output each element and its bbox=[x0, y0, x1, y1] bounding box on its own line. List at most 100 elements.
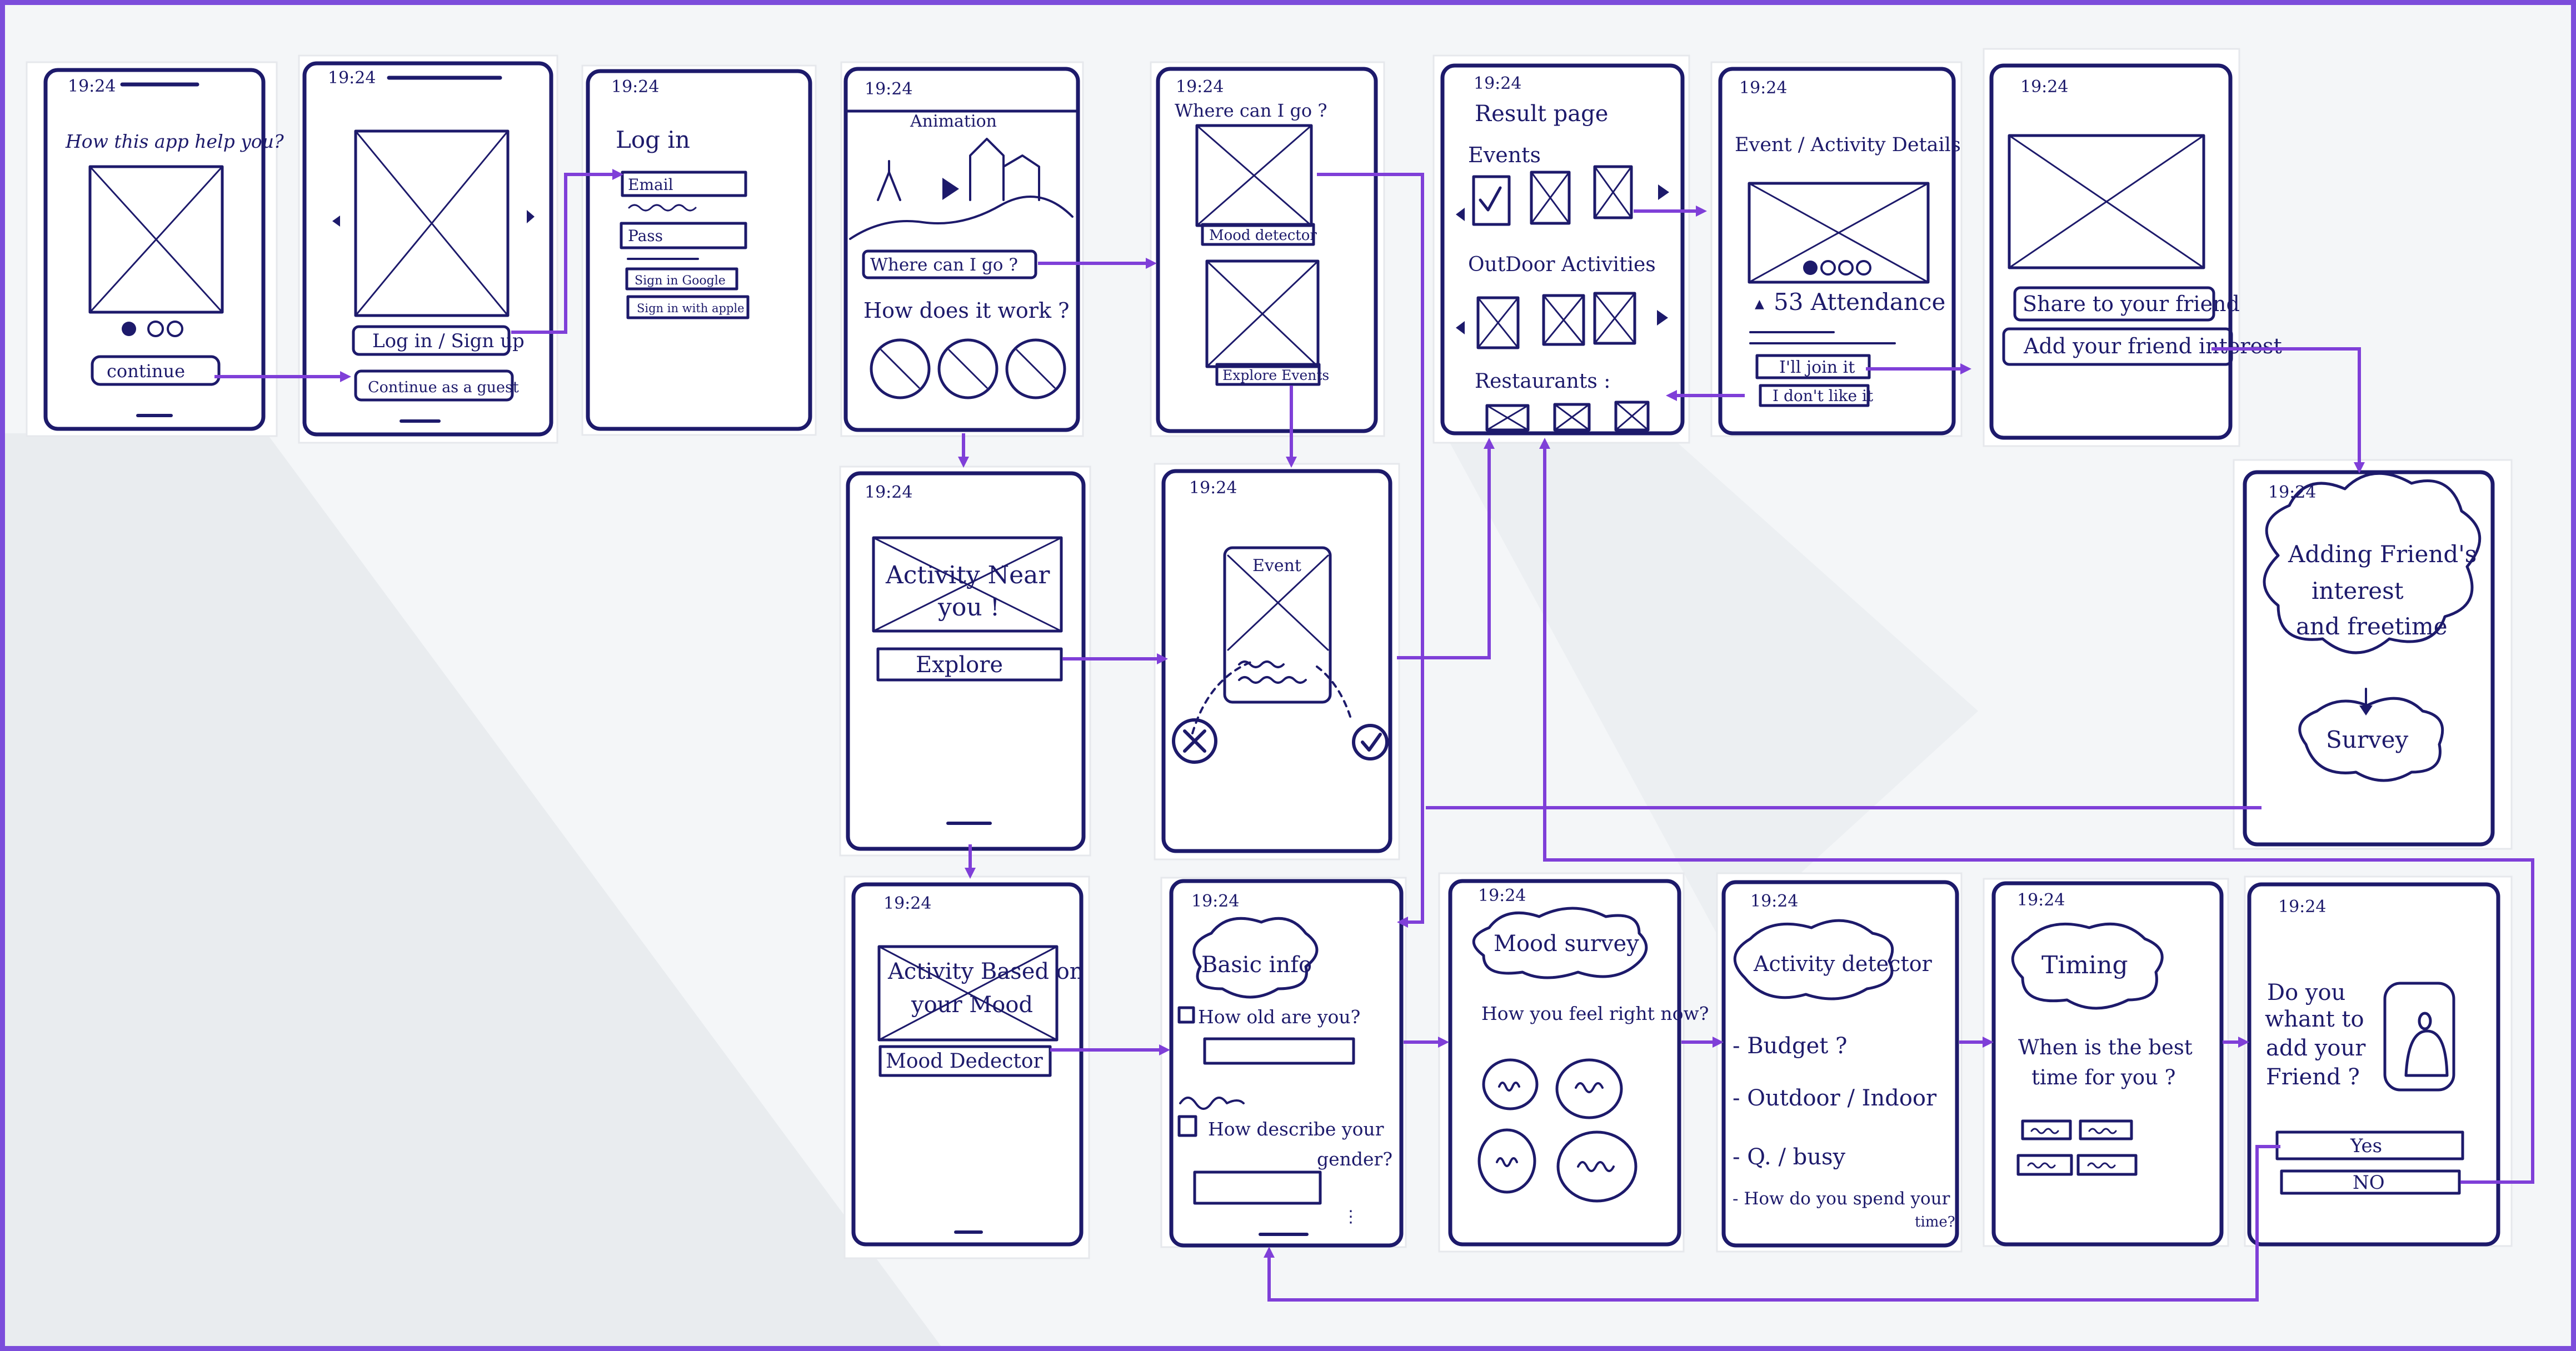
screen-where-can-i-go: 19:24 Where can I go ? Mood detector Exp… bbox=[1156, 67, 1378, 433]
activity-near-line2: you ! bbox=[937, 593, 1000, 622]
screen-home: 19:24 Animation Where can I go ? How doe… bbox=[843, 67, 1080, 432]
apple-signin-label: Sign in with apple bbox=[637, 302, 745, 315]
spend-time-item-line2: time? bbox=[1915, 1214, 1955, 1230]
restaurants-heading: Restaurants : bbox=[1475, 370, 1610, 393]
onboarding-question: How this app help you? bbox=[65, 131, 284, 152]
attendance-label: 53 Attendance bbox=[1774, 288, 1945, 316]
yes-label: Yes bbox=[2350, 1135, 2382, 1157]
event-thumbnail[interactable] bbox=[1593, 165, 1633, 219]
flow-arrow bbox=[1543, 444, 2534, 1184]
page-dot-active bbox=[1803, 261, 1818, 275]
screen-activity-near: 19:24 Activity Near you ! Explore bbox=[846, 471, 1086, 851]
outdoor-thumbnail[interactable] bbox=[1542, 294, 1585, 346]
time-slot[interactable] bbox=[2079, 1119, 2133, 1140]
screen-result-page: 19:24 Result page Events OutDoor Activit… bbox=[1440, 63, 1685, 436]
mood-option[interactable] bbox=[1555, 1058, 1623, 1119]
screen-onboarding: 19:24 How this app help you? continue bbox=[43, 68, 284, 431]
cloud-bubble bbox=[2263, 472, 2482, 654]
password-field[interactable]: Pass bbox=[620, 222, 747, 249]
events-next-icon[interactable] bbox=[1658, 184, 1669, 200]
activity-mood-line2: your Mood bbox=[911, 992, 1033, 1018]
restaurant-thumbnail[interactable] bbox=[1553, 403, 1591, 432]
carousel-right-icon[interactable] bbox=[527, 210, 535, 223]
continue-button[interactable]: continue bbox=[91, 355, 221, 386]
join-button[interactable]: I'll join it bbox=[1755, 354, 1871, 379]
dislike-label: I don't like it bbox=[1773, 387, 1874, 405]
outdoor-heading: OutDoor Activities bbox=[1468, 253, 1656, 276]
survey-label: Survey bbox=[2326, 726, 2408, 753]
explore-button[interactable]: Explore bbox=[876, 647, 1063, 682]
restaurant-thumbnail[interactable] bbox=[1485, 404, 1530, 432]
time-slot[interactable] bbox=[2016, 1154, 2073, 1176]
login-signup-button[interactable]: Log in / Sign up bbox=[352, 325, 525, 356]
outdoor-next-icon[interactable] bbox=[1657, 310, 1668, 326]
gender-input[interactable] bbox=[1193, 1170, 1322, 1205]
screen-login: 19:24 Log in Email Pass Sign in Google S… bbox=[586, 69, 812, 431]
email-field[interactable]: Email bbox=[621, 171, 747, 197]
share-image bbox=[2008, 134, 2205, 269]
apple-signin-button[interactable]: Sign in with apple bbox=[626, 295, 750, 319]
yes-button[interactable]: Yes bbox=[2275, 1130, 2464, 1160]
survey-button[interactable]: Survey bbox=[2298, 697, 2444, 782]
guest-button[interactable]: Continue as a guest bbox=[354, 369, 519, 402]
flow-arrow bbox=[2211, 347, 2361, 467]
carousel-left-icon[interactable] bbox=[332, 216, 340, 227]
outdoor-thumbnail[interactable] bbox=[1476, 296, 1520, 349]
dislike-button[interactable]: I don't like it bbox=[1759, 384, 1874, 407]
google-signin-button[interactable]: Sign in Google bbox=[625, 267, 738, 291]
where-can-i-go-button[interactable]: Where can I go ? bbox=[862, 249, 1037, 279]
mood-survey-title: Mood survey bbox=[1494, 931, 1639, 957]
login-title: Log in bbox=[616, 126, 690, 153]
adding-friend-line1: Adding Friend's bbox=[2288, 541, 2477, 568]
flow-arrow bbox=[1397, 444, 1491, 659]
events-prev-icon[interactable] bbox=[1456, 208, 1465, 221]
animation-label: Animation bbox=[910, 112, 997, 131]
cloud-bubble bbox=[1192, 917, 1319, 999]
mood-option[interactable] bbox=[1556, 1130, 1638, 1203]
outdoor-thumbnail[interactable] bbox=[1593, 292, 1636, 345]
age-checkbox[interactable] bbox=[1177, 1006, 1195, 1024]
status-time: 19:24 bbox=[1176, 77, 1224, 97]
explore-events-card[interactable]: Explore Events bbox=[1205, 259, 1329, 386]
background-shape bbox=[1445, 433, 1978, 944]
reject-button[interactable] bbox=[1172, 718, 1217, 764]
outdoor-prev-icon[interactable] bbox=[1456, 321, 1465, 334]
activity-mood-line1: Activity Based on bbox=[887, 959, 1084, 984]
how-it-works-steps bbox=[870, 338, 1066, 399]
share-button[interactable]: Share to your friend bbox=[2013, 286, 2240, 322]
event-thumbnail[interactable] bbox=[1472, 175, 1511, 226]
email-label: Email bbox=[628, 176, 673, 194]
screen-activity-mood: 19:24 Activity Based on your Mood Mood D… bbox=[851, 882, 1084, 1247]
page-dot bbox=[167, 321, 183, 337]
time-slot[interactable] bbox=[2076, 1154, 2138, 1176]
event-card-label: Event bbox=[1252, 556, 1301, 576]
mood-detector-button[interactable]: Mood Dedector bbox=[878, 1045, 1052, 1077]
join-label: I'll join it bbox=[1779, 358, 1855, 377]
gender-checkbox[interactable] bbox=[1177, 1115, 1197, 1137]
events-row bbox=[1456, 165, 1669, 226]
add-friend-interest-button[interactable]: Add your friend interest bbox=[2002, 327, 2282, 366]
placeholder-image bbox=[354, 129, 510, 317]
page-dot bbox=[1820, 260, 1836, 276]
age-input[interactable] bbox=[1203, 1037, 1355, 1065]
accept-button[interactable] bbox=[1352, 724, 1389, 760]
status-time: 19:24 bbox=[2278, 897, 2326, 917]
continue-label: continue bbox=[107, 361, 185, 382]
status-time: 19:24 bbox=[611, 77, 659, 97]
add-friend-question-line2: whant to bbox=[2265, 1007, 2364, 1032]
spend-time-item-line1: - How do you spend your bbox=[1733, 1189, 1950, 1209]
cloud-bubble bbox=[1472, 907, 1648, 979]
no-button[interactable]: NO bbox=[2280, 1169, 2461, 1195]
result-title: Result page bbox=[1475, 101, 1608, 127]
mood-detector-card[interactable]: Mood detector bbox=[1195, 124, 1317, 246]
mood-option[interactable] bbox=[1477, 1128, 1536, 1194]
event-card[interactable]: Event bbox=[1223, 546, 1332, 704]
mood-option[interactable] bbox=[1482, 1058, 1539, 1110]
status-time: 19:24 bbox=[2017, 890, 2065, 910]
event-thumbnail[interactable] bbox=[1530, 171, 1571, 225]
restaurant-thumbnail[interactable] bbox=[1614, 401, 1650, 432]
time-slot[interactable] bbox=[2021, 1119, 2072, 1140]
login-signup-label: Log in / Sign up bbox=[372, 330, 525, 352]
google-signin-label: Sign in Google bbox=[635, 274, 726, 288]
